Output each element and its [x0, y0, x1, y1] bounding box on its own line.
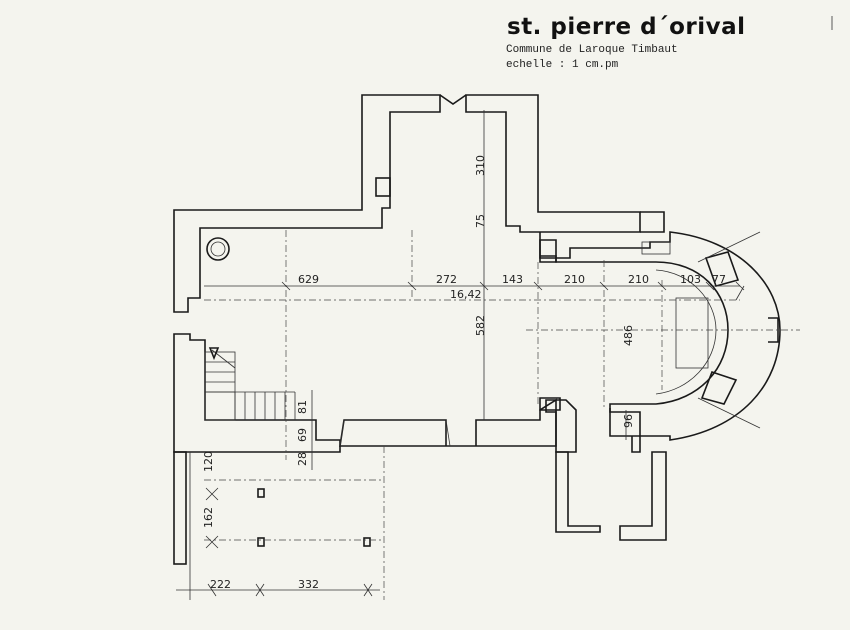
dim-210a: 210 — [564, 273, 585, 286]
plan-scale: echelle : 1 cm.pm — [506, 59, 619, 71]
plan-title: st. pierre d´orival — [507, 14, 746, 40]
dim-332: 332 — [298, 578, 319, 591]
dim-310: 310 — [474, 155, 487, 176]
dim-222: 222 — [210, 578, 231, 591]
dim-582: 582 — [474, 315, 487, 336]
dim-120: 120 — [202, 451, 215, 472]
dim-69: 69 — [296, 428, 309, 442]
dim-272: 272 — [436, 273, 457, 286]
dim-28: 28 — [296, 452, 309, 466]
dimension-labels: 629 272 143 210 210 103 77 16,42 310 75 … — [202, 155, 726, 591]
dim-162: 162 — [202, 507, 215, 528]
dim-210b: 210 — [628, 273, 649, 286]
dim-77: 77 — [712, 273, 726, 286]
dim-103: 103 — [680, 273, 701, 286]
dim-81: 81 — [296, 400, 309, 414]
plan-commune: Commune de Laroque Timbaut — [506, 44, 678, 56]
dim-96: 96 — [622, 414, 635, 428]
dim-total: 16,42 — [450, 288, 482, 301]
dim-629: 629 — [298, 273, 319, 286]
dimension-lines — [176, 110, 800, 600]
walls — [173, 94, 781, 565]
dim-143: 143 — [502, 273, 523, 286]
dim-486: 486 — [622, 325, 635, 346]
dim-75: 75 — [474, 214, 487, 228]
